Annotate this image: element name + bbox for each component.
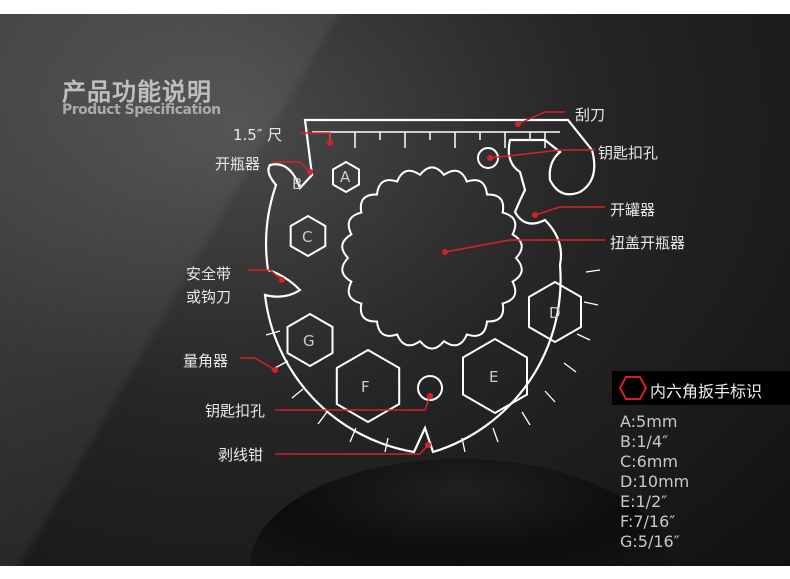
callout-seatbelt-cutter-2: 或钩刀 [186,288,232,306]
legend-item: F:7/16″ [620,512,676,531]
multitool-diagram [240,111,605,455]
hex-label-d: D [549,304,561,322]
hex-label-b: B [292,175,303,193]
hex-wrench-a [332,160,360,194]
hex-wrench-g [286,312,334,368]
legend-item: B:1/4″ [620,432,669,451]
callout-seatbelt-cutter-1: 安全带 [186,265,232,283]
product-spec-panel: 产品功能说明 Product Specification [0,14,790,566]
hex-wrench-f [335,348,401,424]
callout-can-opener: 开罐器 [610,201,656,219]
protractor-ticks [265,269,601,453]
hex-wrench-c [289,214,327,258]
callout-twist-cap-opener: 扭盖开瓶器 [610,234,686,252]
scalloped-edge [341,166,523,350]
hex-wrench-d [528,280,582,344]
keyring-hole-top [477,147,499,169]
legend-list: A:5mm B:1/4″ C:6mm D:10mm E:1/2″ F:7/16″… [620,412,689,552]
callout-dots [272,121,538,448]
callout-keyring-hole-top: 钥匙扣孔 [598,144,659,162]
tool-outline [263,118,596,454]
hex-label-e: E [489,368,499,386]
legend-header: 内六角扳手标识 [612,371,790,405]
hex-label-c: C [302,228,313,246]
callout-wire-stripper: 剥线钳 [218,446,264,464]
callout-ruler: 1.5″ 尺 [233,126,283,144]
callout-lines [240,111,605,455]
hex-wrench-e [462,337,528,415]
callout-keyring-hole-bottom: 钥匙扣孔 [205,402,266,420]
legend-item: C:6mm [620,452,678,471]
callout-scraper: 刮刀 [575,106,606,124]
title-en: Product Specification [62,102,221,118]
hex-label-a: A [340,168,351,186]
legend-item: D:10mm [620,472,690,491]
callout-bottle-opener: 开瓶器 [215,155,261,173]
cap-opener [341,166,523,350]
keyring-hole-bottom [417,375,443,401]
hex-wrenches [286,160,582,424]
legend-title: 内六角扳手标识 [650,382,763,401]
legend-item: A:5mm [620,412,678,431]
title-cn: 产品功能说明 [62,78,212,106]
callout-protractor: 量角器 [183,352,229,370]
hex-label-f: F [361,378,370,396]
hexagon-icon [618,376,648,400]
hex-label-g: G [303,332,315,350]
legend-item: G:5/16″ [620,532,680,551]
legend-item: E:1/2″ [620,492,668,511]
